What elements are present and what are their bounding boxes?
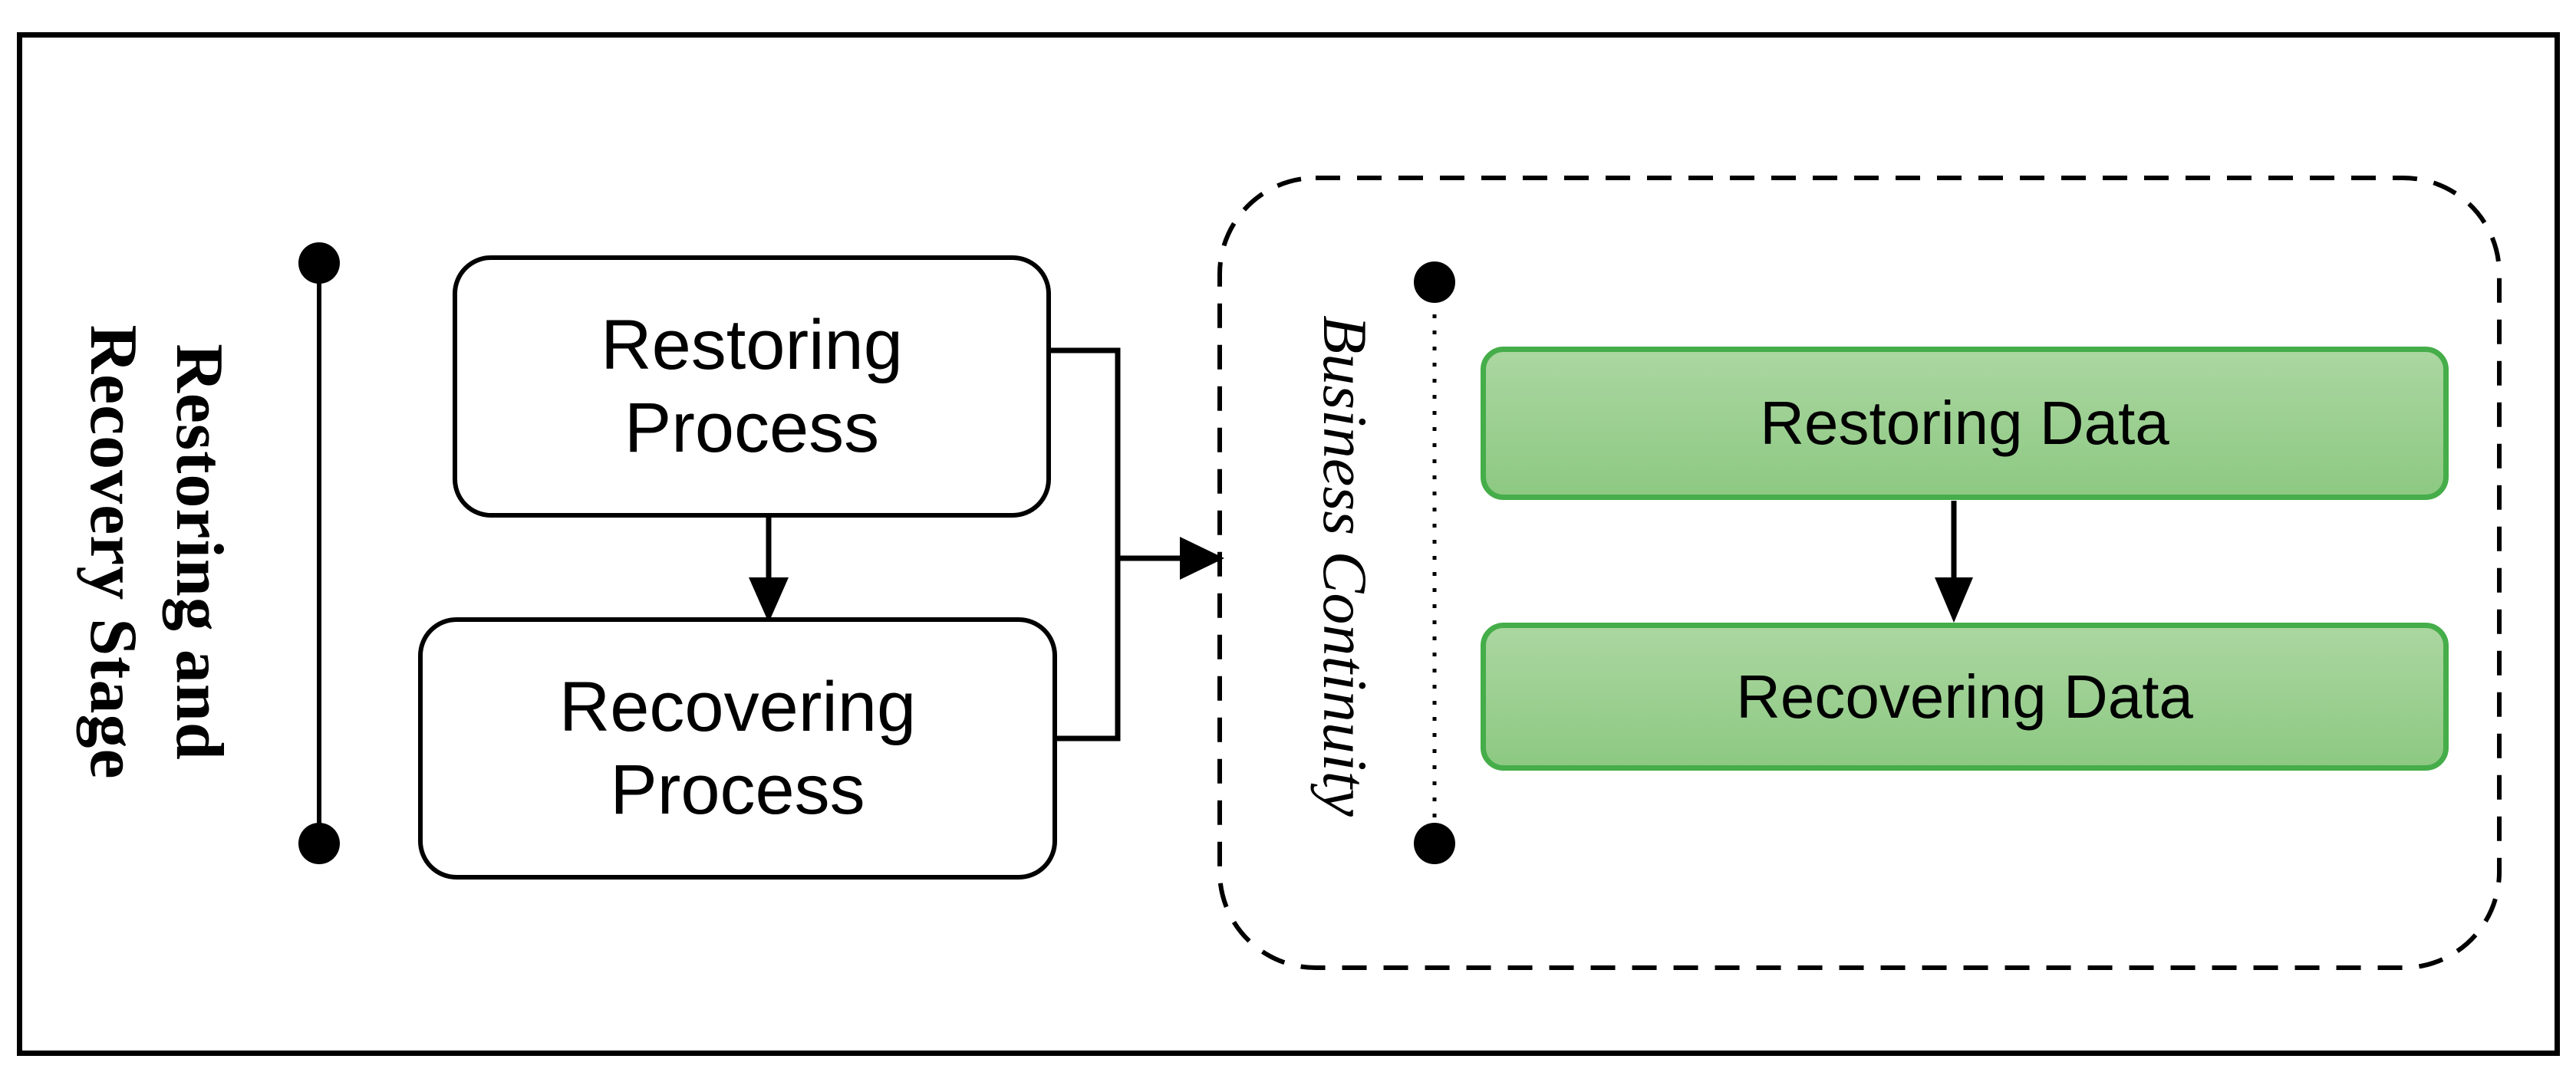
- recovering-process-label-line2: Process: [610, 751, 865, 829]
- continuity-line-top-dot: [1414, 261, 1455, 303]
- arrowhead-right-icon: [1180, 537, 1224, 580]
- recovering-process-box: Recovering Process: [418, 617, 1057, 880]
- bracket-connector: [1049, 347, 1224, 742]
- recovering-process-label-line1: Recovering: [558, 668, 917, 746]
- stage-terminator-line: [298, 242, 340, 864]
- business-continuity-container: [1217, 176, 2502, 970]
- arrowhead-down-icon: [1935, 577, 1973, 623]
- business-continuity-label: Business Continuity: [1310, 315, 1380, 817]
- restoring-process-label-line1: Restoring: [601, 306, 903, 384]
- data-flow-arrow: [1935, 501, 1973, 623]
- continuity-line-bottom-dot: [1414, 823, 1455, 864]
- stage-line-bottom-dot: [298, 823, 340, 864]
- diagram-frame: [17, 32, 2560, 1056]
- recovering-data-box: Recovering Data: [1481, 623, 2449, 771]
- recovering-data-label: Recovering Data: [1736, 662, 2193, 731]
- stage-axis-label-line2: Recovery Stage: [76, 324, 150, 780]
- restoring-process-box: Restoring Process: [453, 255, 1051, 518]
- stage-axis-label-line1: Restoring and: [162, 344, 236, 761]
- stage-line-top-dot: [298, 242, 340, 284]
- continuity-terminator-line: [1414, 261, 1455, 864]
- stage-axis-label: Restoring and Recovery Stage: [70, 253, 242, 851]
- restoring-data-box: Restoring Data: [1481, 347, 2449, 500]
- restoring-process-label-line2: Process: [624, 389, 880, 467]
- arrowhead-down-icon: [749, 577, 789, 623]
- restoring-data-label: Restoring Data: [1760, 389, 2169, 457]
- process-flow-arrow: [749, 518, 789, 623]
